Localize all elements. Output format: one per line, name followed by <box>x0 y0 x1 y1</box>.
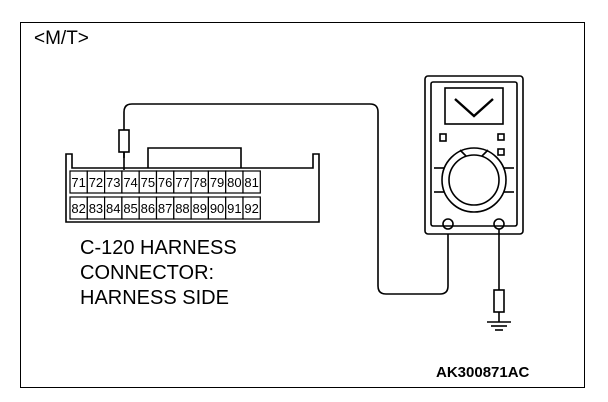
pin-number: 77 <box>175 175 189 190</box>
meter-needle-icon <box>454 98 494 118</box>
connector-caption-line: C-120 HARNESS <box>80 237 237 259</box>
pin-number: 78 <box>193 175 207 190</box>
pin-number: 83 <box>89 201 103 216</box>
pin-number: 89 <box>193 201 207 216</box>
pin-number: 85 <box>123 201 137 216</box>
pin-cell <box>242 170 261 194</box>
meter-jack-left <box>442 218 454 230</box>
meter-dial <box>441 147 507 213</box>
test-lead-black <box>493 229 505 322</box>
c120-connector <box>65 147 320 223</box>
meter-display <box>444 87 504 125</box>
connector-latch <box>147 147 242 168</box>
pin-number: 91 <box>227 201 241 216</box>
pin-cell <box>242 196 261 220</box>
pin-number: 90 <box>210 201 224 216</box>
connector-caption: C-120 HARNESS CONNECTOR: HARNESS SIDE <box>80 236 300 311</box>
pin-number: 92 <box>244 201 258 216</box>
pin-number: 86 <box>141 201 155 216</box>
pin-number: 76 <box>158 175 172 190</box>
meter-inner-bezel <box>430 81 518 227</box>
pin-number: 88 <box>175 201 189 216</box>
connector-caption-line: HARNESS SIDE <box>80 287 229 309</box>
meter-button-lower <box>497 148 505 156</box>
pin-number: 87 <box>158 201 172 216</box>
pin-number: 72 <box>89 175 103 190</box>
figure-code: AK300871AC <box>436 364 530 381</box>
pin-number: 79 <box>210 175 224 190</box>
meter-indicator <box>439 133 447 142</box>
pin-number: 74 <box>123 175 137 190</box>
ground-symbol-icon <box>487 321 511 331</box>
pin-number: 82 <box>71 201 85 216</box>
connector-caption-line: CONNECTOR: <box>80 262 215 284</box>
pin-number: 80 <box>227 175 241 190</box>
test-probe-icon <box>118 129 130 158</box>
pin-number: 84 <box>106 201 120 216</box>
pin-number: 75 <box>141 175 155 190</box>
connector-shell <box>65 153 320 223</box>
meter-dial-inner <box>448 154 500 206</box>
transmission-variant-label: <M/T> <box>34 28 89 49</box>
pin-number: 71 <box>71 175 85 190</box>
pin-number: 73 <box>106 175 120 190</box>
pin-number: 81 <box>244 175 258 190</box>
multimeter-icon <box>424 75 524 235</box>
meter-button-upper <box>497 133 505 141</box>
